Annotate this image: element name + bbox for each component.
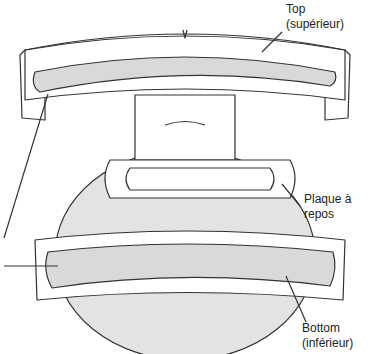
leader-line [282,184,300,206]
rest-plate-detail [165,122,205,126]
part-label: Bottom (inférieur) [302,321,366,351]
leader-line [262,32,282,52]
leader-line [286,276,306,322]
rest-plate [105,160,295,198]
bottom-tray [35,231,345,300]
top-tray-notch [183,30,187,38]
rest-plate-stem [135,95,235,160]
leader-line [4,94,48,238]
part-label: Plaque à repos [304,192,366,222]
bottom-tray-channel [46,244,335,288]
top-tray [25,34,345,100]
part-label: Top (supérieur) [286,2,358,32]
rest-plate-inner [126,168,274,190]
leader-line [4,265,58,266]
top-tray-channel [33,57,335,92]
